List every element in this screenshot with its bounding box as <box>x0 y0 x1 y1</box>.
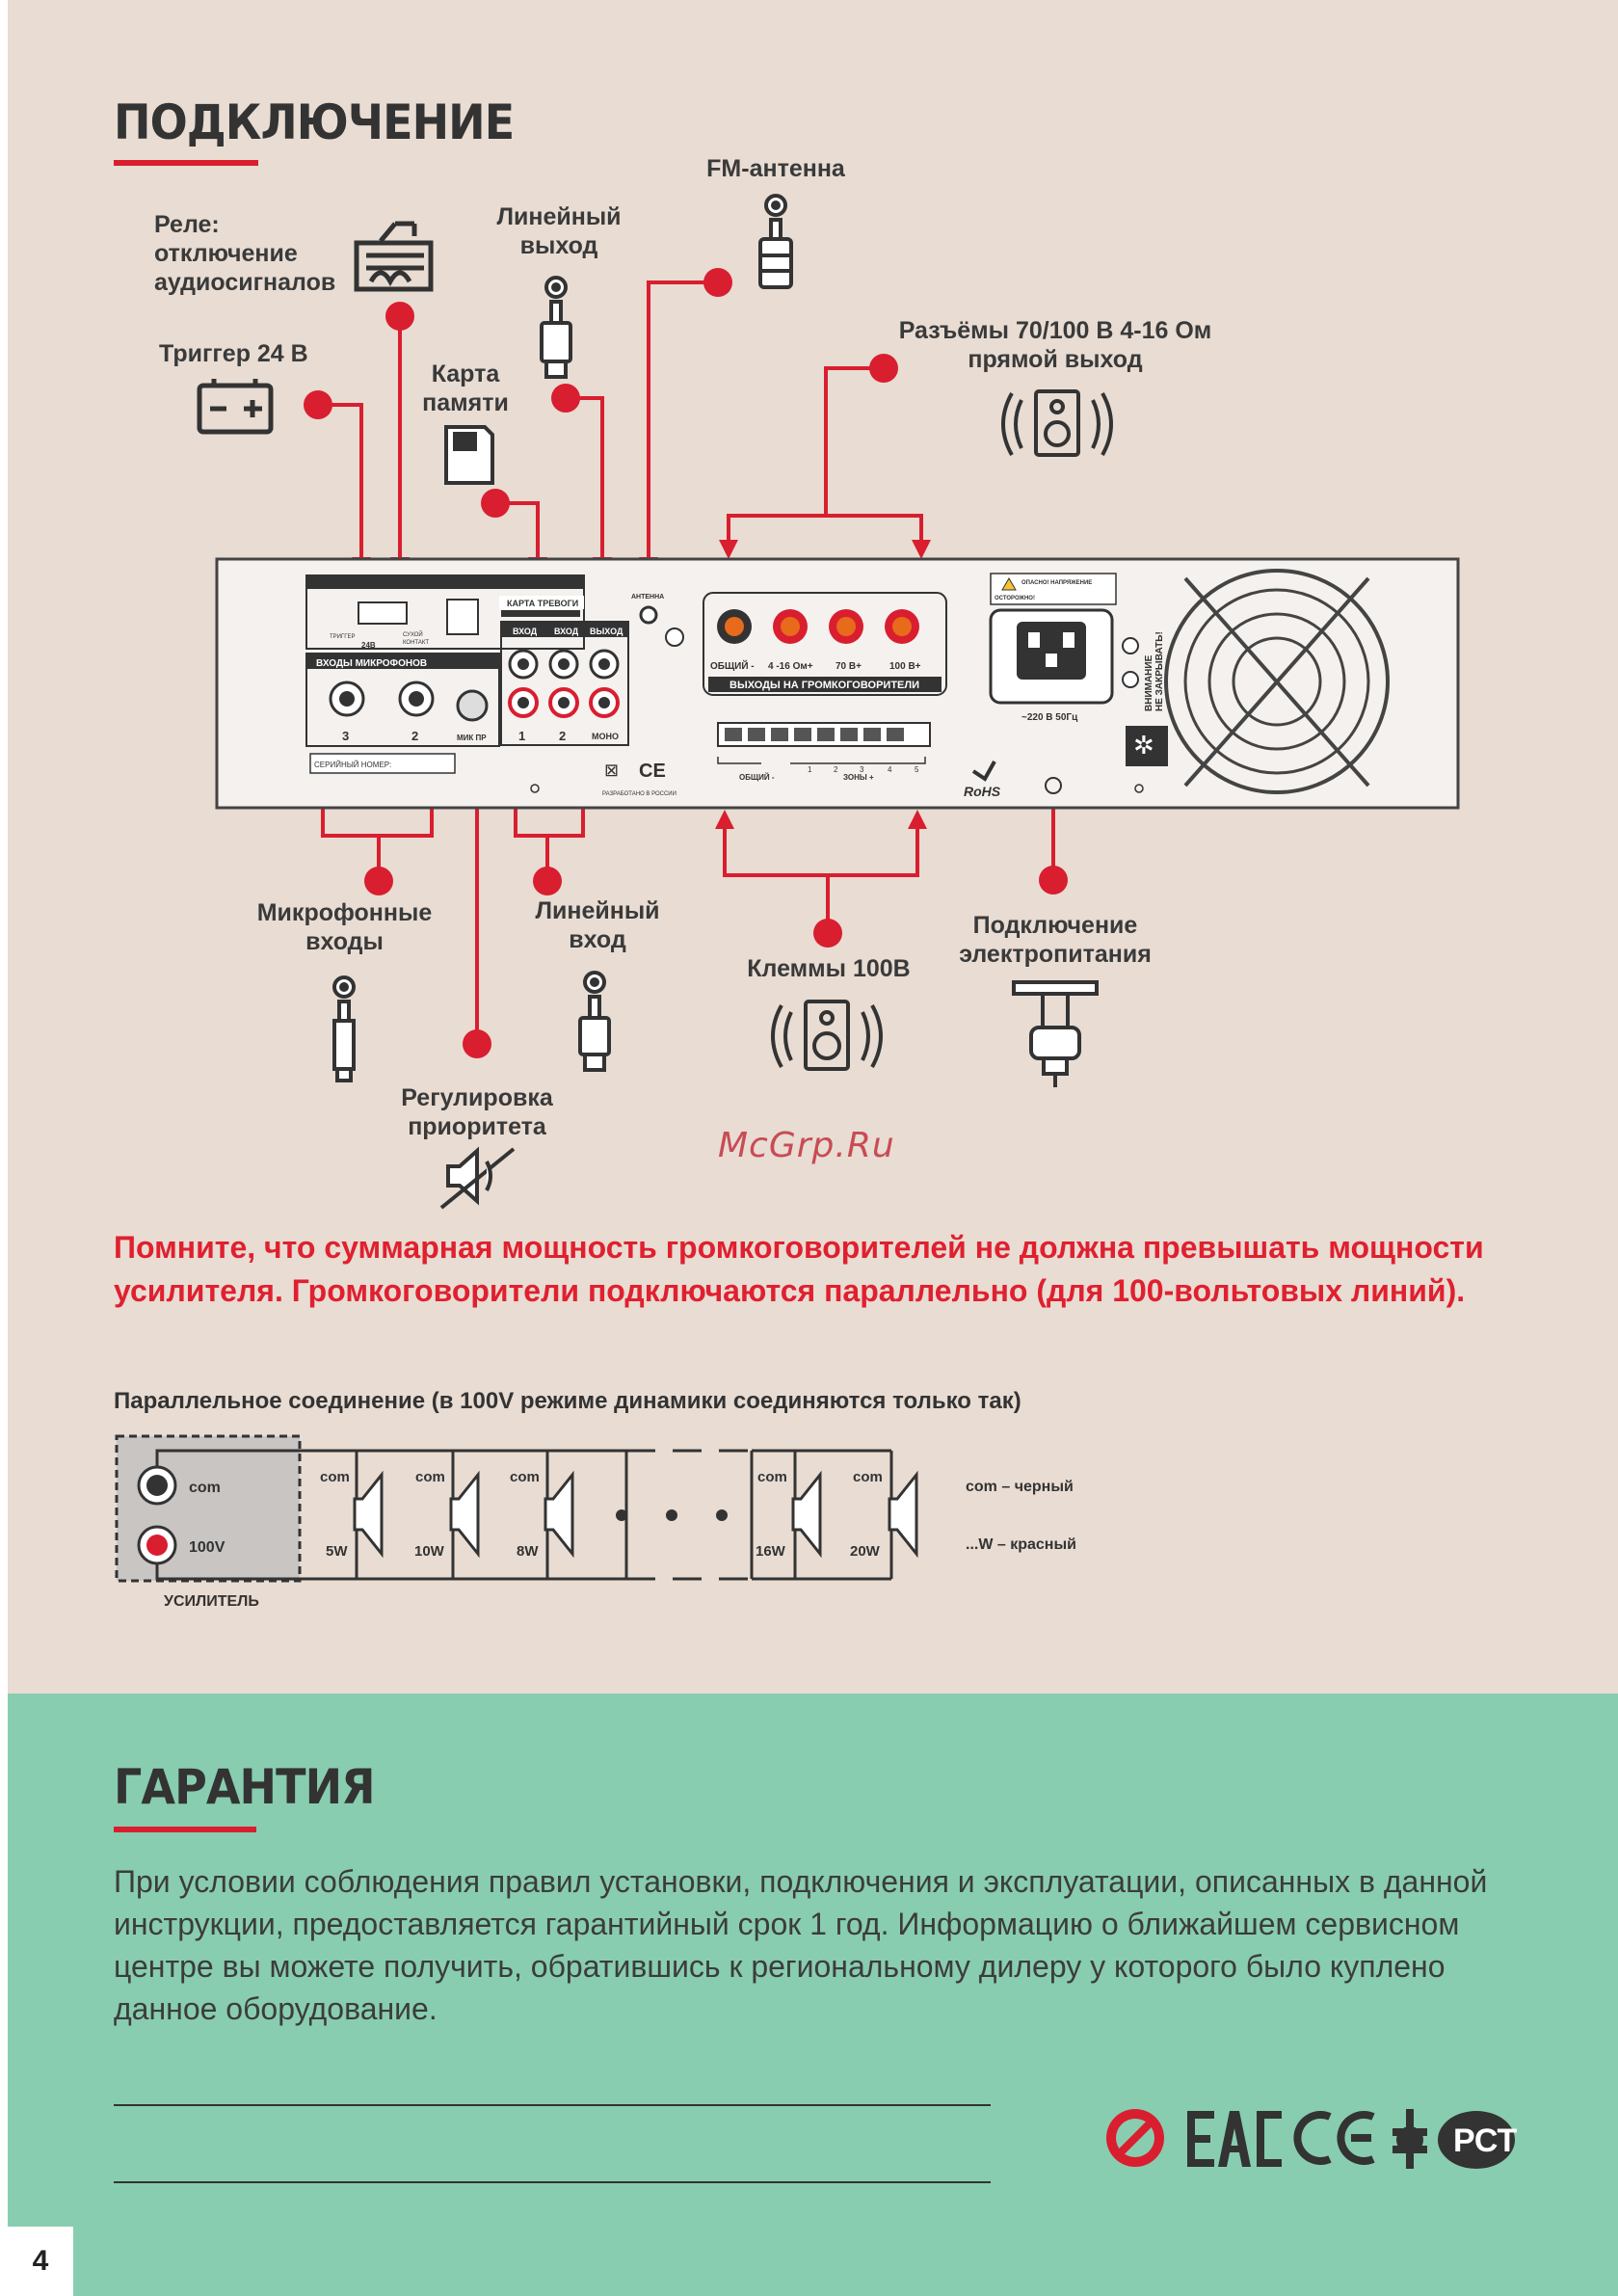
ce-mark-icon <box>1293 2111 1375 2165</box>
svg-text:4 -16 Ом+: 4 -16 Ом+ <box>768 661 813 672</box>
svg-text:8W: 8W <box>517 1543 539 1560</box>
mic-inputs-label: Микрофонные входы <box>256 899 433 955</box>
speaker-box-icon-bottom <box>771 1000 883 1071</box>
svg-text:СУХОЙ: СУХОЙ <box>403 630 423 638</box>
battery-icon <box>197 379 274 435</box>
sd-card-icon <box>444 425 494 485</box>
svg-text:ВЫХОД: ВЫХОД <box>590 627 623 636</box>
svg-text:5: 5 <box>915 765 919 774</box>
priority-label: Регулировка приоритета <box>401 1084 553 1140</box>
svg-text:com: com <box>189 1480 221 1496</box>
svg-text:com: com <box>510 1469 540 1485</box>
svg-text:2: 2 <box>559 729 566 743</box>
svg-text:CE: CE <box>639 761 666 782</box>
svg-text:com: com <box>415 1469 445 1485</box>
title-underline <box>114 160 258 166</box>
svg-text:1: 1 <box>518 729 525 743</box>
pct-mark-icon: РСТ <box>1438 2111 1518 2169</box>
terminals-label: Клеммы 100В <box>747 955 911 982</box>
eac-mark-icon <box>1187 2111 1282 2167</box>
relay-icon <box>354 221 434 292</box>
fm-antenna-icon <box>758 194 793 289</box>
svg-text:ТРИГГЕР: ТРИГГЕР <box>330 634 355 640</box>
svg-text:70 В+: 70 В+ <box>836 661 862 672</box>
relay-label: Реле: отключение аудиосигналов <box>154 211 336 296</box>
signature-line-1 <box>114 2104 991 2106</box>
svg-text:com: com <box>757 1469 787 1485</box>
svg-text:2: 2 <box>411 729 418 743</box>
speaker-box-icon-top <box>1001 389 1113 457</box>
svg-text:СЕРИЙНЫЙ НОМЕР:: СЕРИЙНЫЙ НОМЕР: <box>314 761 391 769</box>
watermark: McGrp.Ru <box>718 1126 895 1165</box>
svg-text:РСТ: РСТ <box>1453 2122 1518 2159</box>
speaker-out-label: Разъёмы 70/100 В 4-16 Ом прямой выход <box>898 317 1212 373</box>
power-label: Подключение электропитания <box>959 912 1152 968</box>
power-warning: Помните, что суммарная мощность громкого… <box>114 1230 1484 1308</box>
warranty-text: При условии соблюдения правил установки,… <box>114 1864 1488 2026</box>
svg-text:ОСТОРОЖНО!: ОСТОРОЖНО! <box>995 596 1035 601</box>
svg-text:24В: 24В <box>361 641 376 650</box>
svg-text:МИК ПР: МИК ПР <box>457 734 487 742</box>
svg-text:КАРТА ТРЕВОГИ: КАРТА ТРЕВОГИ <box>507 599 578 608</box>
parallel-title: Параллельное соединение (в 100V режиме д… <box>114 1388 1021 1414</box>
svg-text:3: 3 <box>860 765 864 774</box>
svg-text:РАЗРАБОТАНО В РОССИИ: РАЗРАБОТАНО В РОССИИ <box>602 791 676 797</box>
svg-text:ОБЩИЙ -: ОБЩИЙ - <box>739 773 775 782</box>
line-out-jack-icon <box>540 276 572 379</box>
svg-text:RoHS: RoHS <box>964 784 1001 799</box>
svg-text:1: 1 <box>808 765 812 774</box>
line-in-jack-icon <box>578 971 611 1072</box>
svg-text:НЕ ЗАКРЫВАТЬ!: НЕ ЗАКРЫВАТЬ! <box>1154 631 1165 711</box>
svg-text:com – черный: com – черный <box>966 1479 1074 1495</box>
warranty-section <box>8 1694 1618 2296</box>
svg-text:ОПАСНО! НАПРЯЖЕНИЕ: ОПАСНО! НАПРЯЖЕНИЕ <box>1021 580 1092 586</box>
svg-text:com: com <box>853 1469 883 1485</box>
svg-text:ЗОНЫ +: ЗОНЫ + <box>843 773 874 782</box>
svg-text:⊠: ⊠ <box>604 761 619 780</box>
svg-text:ОБЩИЙ -: ОБЩИЙ - <box>710 659 755 672</box>
certification-mark-icon <box>1106 2109 1164 2167</box>
svg-text:16W: 16W <box>756 1543 786 1560</box>
svg-text:УСИЛИТЕЛЬ: УСИЛИТЕЛЬ <box>164 1593 259 1610</box>
line-in-label: Линейный вход <box>535 897 660 953</box>
connection-title: ПОДКЛЮЧЕНИЕ <box>114 94 515 150</box>
svg-text:МОНО: МОНО <box>592 732 619 741</box>
svg-text:3: 3 <box>342 729 349 743</box>
signature-line-2 <box>114 2181 991 2183</box>
svg-text:✲: ✲ <box>1133 731 1154 760</box>
svg-text:ВХОД: ВХОД <box>554 627 579 636</box>
svg-text:~220 В 50Гц: ~220 В 50Гц <box>1021 712 1078 723</box>
page-number: 4 <box>8 2227 73 2296</box>
svg-text:КОНТАКТ: КОНТАКТ <box>403 640 429 646</box>
power-plug-icon <box>1012 980 1099 1087</box>
svg-text:100V: 100V <box>189 1539 225 1556</box>
parallel-wiring-diagram: com 100V УСИЛИТЕЛЬ com 5W com 10W com 8W… <box>115 1434 1076 1610</box>
gost-mark-icon <box>1393 2109 1427 2169</box>
svg-text:2: 2 <box>834 765 838 774</box>
trigger-label: Триггер 24 В <box>159 340 308 367</box>
line-out-label: Линейный выход <box>496 203 622 259</box>
connector-dots <box>304 268 1068 1058</box>
amplifier-rear-panel: ТРИГГЕР 24В СУХОЙ КОНТАКТ КАРТА ТРЕВОГИ … <box>215 557 1460 810</box>
svg-text:ВХОД: ВХОД <box>513 627 538 636</box>
certification-logos: РСТ <box>1106 2109 1518 2169</box>
svg-text:...W – красный: ...W – красный <box>966 1536 1076 1553</box>
svg-text:20W: 20W <box>850 1543 881 1560</box>
svg-text:ВНИМАНИЕ: ВНИМАНИЕ <box>1144 654 1154 711</box>
svg-text:АНТЕННА: АНТЕННА <box>631 594 664 601</box>
svg-text:ВХОДЫ МИКРОФОНОВ: ВХОДЫ МИКРОФОНОВ <box>316 658 427 669</box>
mic-jack-icon <box>332 975 356 1082</box>
fm-antenna-label: FM-антенна <box>706 155 845 182</box>
warranty-title: ГАРАНТИЯ <box>114 1759 376 1815</box>
connection-diagram: ТРИГГЕР 24В СУХОЙ КОНТАКТ КАРТА ТРЕВОГИ … <box>197 194 1460 1210</box>
svg-text:5W: 5W <box>326 1543 348 1560</box>
svg-text:ВЫХОДЫ НА ГРОМКОГОВОРИТЕЛИ: ВЫХОДЫ НА ГРОМКОГОВОРИТЕЛИ <box>729 680 919 691</box>
svg-text:com: com <box>320 1469 350 1485</box>
svg-text:10W: 10W <box>414 1543 445 1560</box>
svg-text:100 В+: 100 В+ <box>889 661 921 672</box>
muted-speaker-icon <box>439 1146 516 1210</box>
svg-text:4: 4 <box>888 765 892 774</box>
warranty-underline <box>114 1827 256 1832</box>
memory-card-label: Карта памяти <box>422 360 509 416</box>
